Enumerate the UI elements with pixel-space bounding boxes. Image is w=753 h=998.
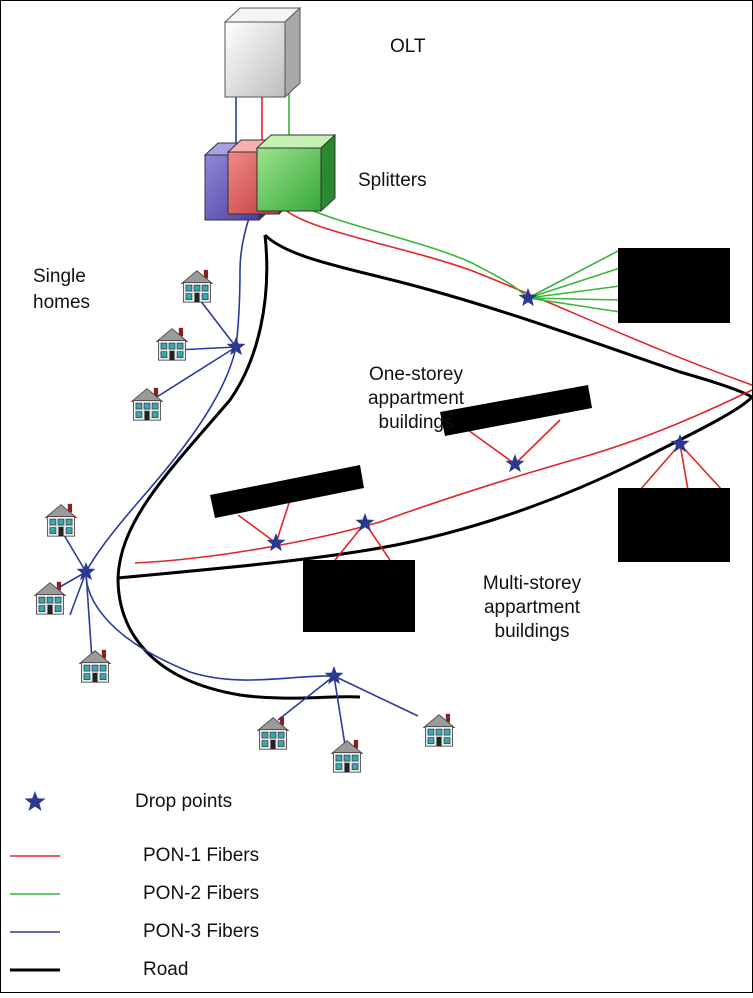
drop-link: [151, 346, 237, 401]
road-lower: [117, 395, 753, 580]
building-top-right: [618, 248, 730, 323]
pon2-fibers: [288, 52, 621, 313]
drop-link: [527, 267, 621, 299]
star-icon: [24, 791, 46, 811]
drop-link: [527, 297, 621, 313]
house-icon: [423, 713, 455, 747]
star-icon: [324, 666, 344, 685]
road-upper: [263, 233, 753, 399]
olt-label: OLT: [390, 36, 426, 57]
drop-link: [277, 675, 335, 721]
pon1-trunk-upper: [279, 204, 753, 386]
buildings: [210, 248, 730, 632]
legend-pon1: PON-1 Fibers: [143, 845, 259, 866]
house-icon: [257, 716, 289, 750]
pon1-trunk-lower: [134, 389, 753, 564]
house-icon: [181, 269, 213, 303]
pon1-fibers: [134, 60, 753, 564]
building-one-storey-left: [210, 465, 364, 518]
one-storey-label: One-storey: [369, 364, 463, 385]
star-icon: [670, 434, 690, 453]
house-icon: [156, 327, 188, 361]
star-icon: [226, 337, 246, 356]
legend-pon2: PON-2 Fibers: [143, 883, 259, 904]
drop-link: [639, 443, 681, 491]
multi-storey-label: Multi-storey: [483, 573, 582, 594]
star-icon: [505, 454, 525, 473]
legend-road: Road: [143, 959, 188, 980]
multi-storey-label: appartment: [484, 597, 581, 618]
single-homes-label: Single: [33, 266, 86, 287]
pon3-trunk: [85, 214, 335, 681]
building-multi-storey-right: [618, 488, 730, 562]
multi-storey-label: buildings: [495, 621, 570, 642]
drop-link: [237, 514, 277, 544]
drop-link: [527, 249, 621, 299]
house-icon: [45, 503, 77, 537]
drop-link: [275, 499, 291, 544]
single-homes-label: homes: [33, 292, 90, 313]
house-icon: [131, 387, 163, 421]
drop-link: [63, 534, 87, 573]
olt-cabinet-icon: [223, 6, 302, 99]
legend-drop-points: Drop points: [135, 791, 232, 812]
drop-link: [333, 675, 346, 746]
road-network: [116, 233, 753, 700]
building-one-storey-right: [440, 385, 592, 436]
star-icon: [76, 562, 96, 581]
splitters-label: Splitters: [358, 170, 427, 191]
legend: Drop points PON-1 Fibers PON-2 Fibers PO…: [10, 791, 259, 980]
star-icon: [355, 513, 375, 532]
house-icon: [79, 649, 111, 683]
star-icon: [518, 288, 538, 307]
star-icon: [24, 791, 46, 811]
drop-points: [76, 288, 690, 685]
star-icon: [266, 533, 286, 552]
splitter-green: [255, 133, 337, 213]
drop-link: [527, 285, 621, 299]
drop-link: [199, 299, 237, 348]
legend-pon3: PON-3 Fibers: [143, 921, 259, 942]
house-icon: [331, 739, 363, 773]
drop-link: [679, 443, 723, 491]
pon3-fibers: [57, 62, 419, 746]
one-storey-label: appartment: [368, 388, 465, 409]
building-multi-storey-center: [303, 560, 415, 632]
drop-link: [69, 571, 87, 616]
drop-link: [679, 443, 689, 491]
drop-link: [514, 419, 561, 465]
drop-link: [57, 571, 87, 589]
drop-link: [467, 429, 516, 465]
drop-link: [527, 297, 621, 301]
drop-link: [333, 675, 419, 717]
drop-link: [85, 571, 93, 661]
house-icon: [34, 581, 66, 615]
one-storey-label: buildings: [379, 412, 454, 433]
pon2-trunk: [299, 204, 529, 299]
splitter-box-icon: [203, 133, 337, 222]
